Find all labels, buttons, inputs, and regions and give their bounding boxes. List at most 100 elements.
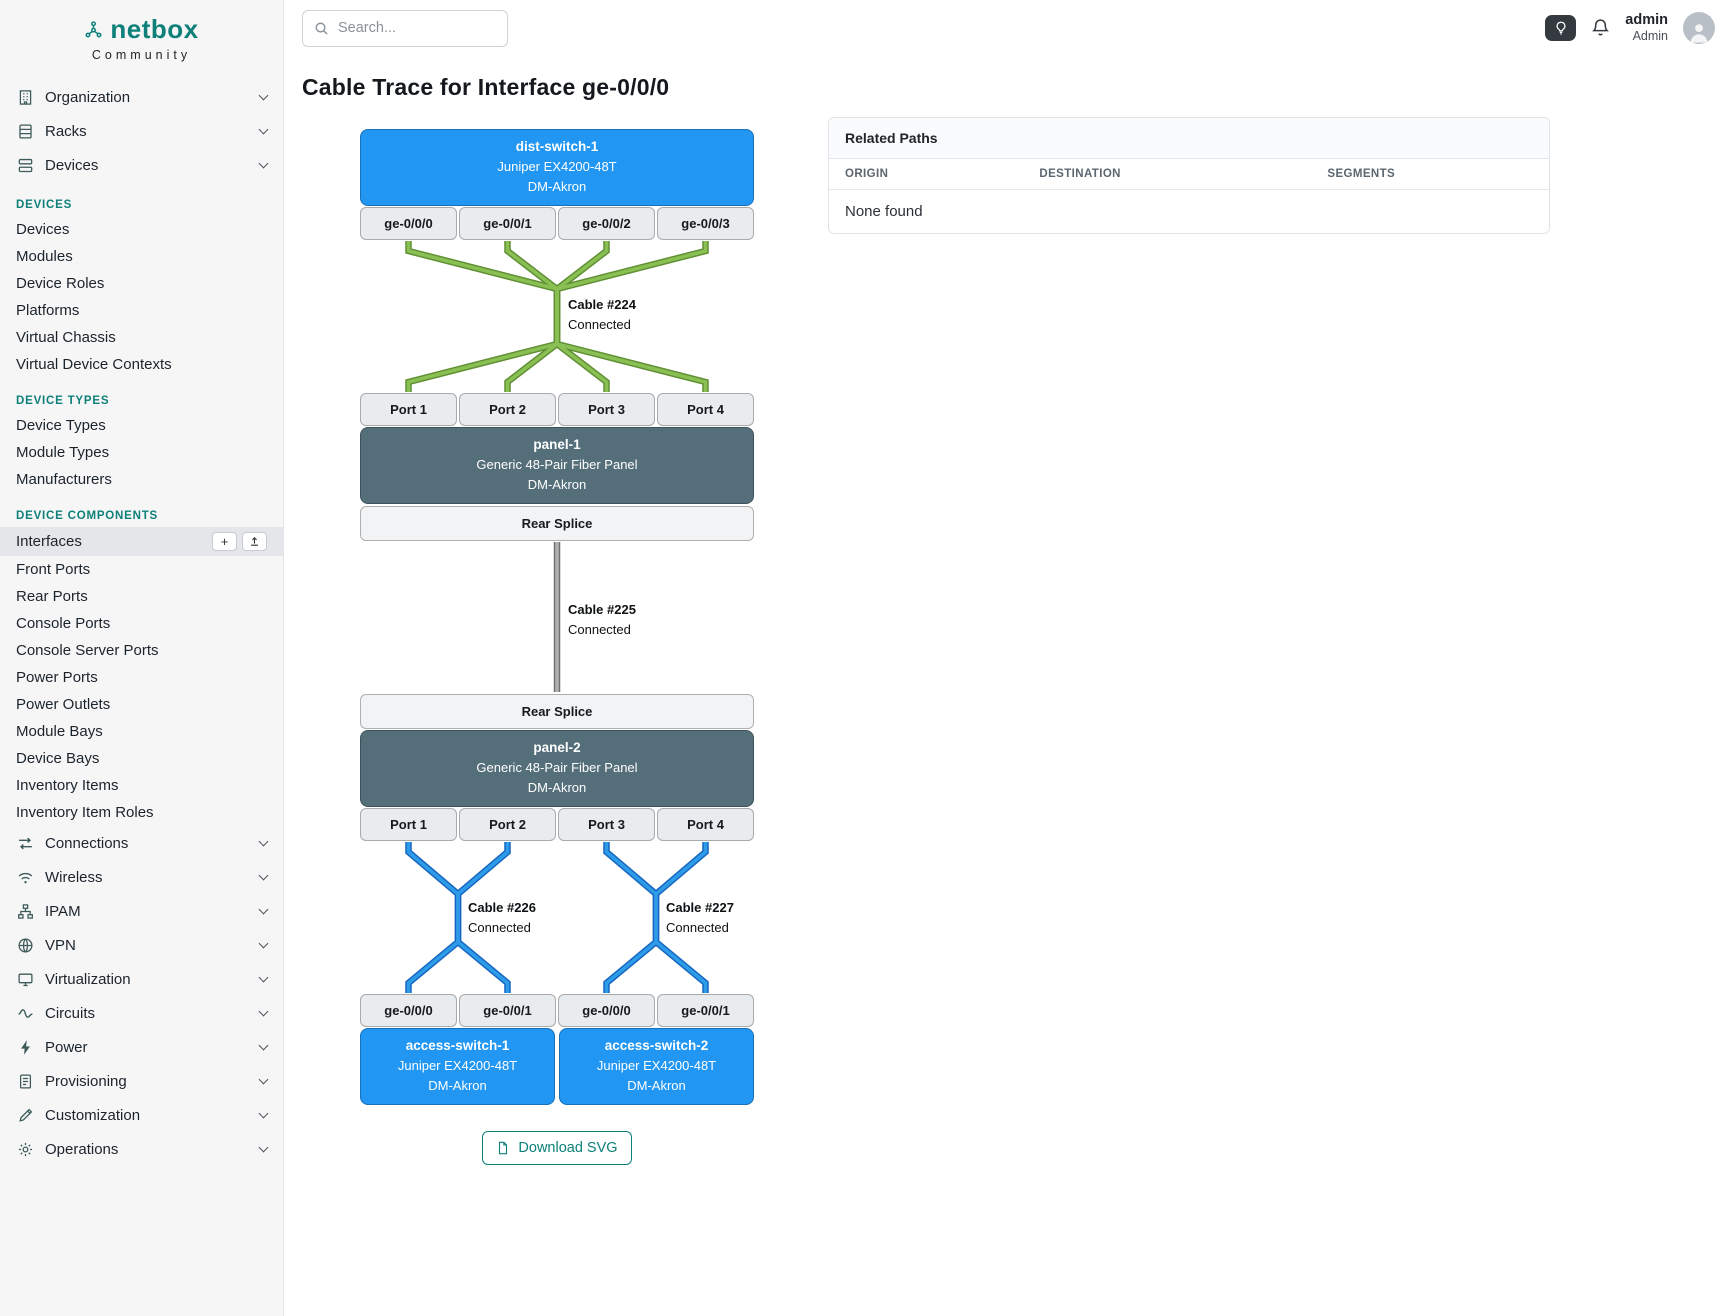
section-heading-device-types: DEVICE TYPES [16, 395, 267, 407]
front-port-node[interactable]: Port 4 [657, 808, 754, 841]
device-model: Generic 48-Pair Fiber Panel [371, 455, 743, 475]
sidebar-item-inventory-item-roles[interactable]: Inventory Item Roles [0, 799, 283, 826]
device-node-panel-1[interactable]: panel-1 Generic 48-Pair Fiber Panel DM-A… [360, 427, 754, 504]
notifications-button[interactable] [1591, 18, 1610, 37]
sidebar-item-device-roles[interactable]: Device Roles [0, 270, 283, 297]
interface-node[interactable]: ge-0/0/1 [459, 994, 556, 1027]
sidebar-group-label: Circuits [45, 1005, 95, 1022]
sidebar-group-operations[interactable]: Operations [0, 1132, 283, 1166]
chevron-down-icon [259, 91, 269, 101]
sidebar-group-racks[interactable]: Racks [0, 114, 283, 148]
sidebar-group-vpn[interactable]: VPN [0, 928, 283, 962]
sidebar-item-modules[interactable]: Modules [0, 243, 283, 270]
interface-node[interactable]: ge-0/0/2 [558, 207, 655, 240]
rear-port-node-panel-1[interactable]: Rear Splice [360, 506, 754, 541]
panel-2-front-ports: Port 1 Port 2 Port 3 Port 4 [360, 808, 754, 841]
interface-node[interactable]: ge-0/0/0 [558, 994, 655, 1027]
chevron-down-icon [259, 1109, 269, 1119]
cable-link[interactable]: Cable #227 [666, 898, 734, 918]
access-switch-row: access-switch-1 Juniper EX4200-48T DM-Ak… [360, 1028, 754, 1105]
pencil-icon [16, 1106, 34, 1124]
lightbulb-icon [1554, 21, 1568, 35]
monitor-icon [16, 970, 34, 988]
chevron-down-icon [259, 125, 269, 135]
chevron-down-icon [259, 871, 269, 881]
download-svg-button[interactable]: Download SVG [482, 1131, 631, 1165]
bell-icon [1591, 18, 1610, 37]
sidebar-item-rear-ports[interactable]: Rear Ports [0, 583, 283, 610]
sidebar-item-device-types[interactable]: Device Types [0, 412, 283, 439]
front-port-node[interactable]: Port 2 [459, 808, 556, 841]
sidebar-item-power-outlets[interactable]: Power Outlets [0, 691, 283, 718]
front-port-node[interactable]: Port 4 [657, 393, 754, 426]
sidebar-item-virtual-device-contexts[interactable]: Virtual Device Contexts [0, 351, 283, 378]
device-site: DM-Akron [371, 475, 743, 495]
sidebar-group-organization[interactable]: Organization [0, 80, 283, 114]
sidebar-item-module-bays[interactable]: Module Bays [0, 718, 283, 745]
rear-port-node-panel-2[interactable]: Rear Splice [360, 694, 754, 729]
person-icon [1687, 20, 1711, 44]
front-port-node[interactable]: Port 2 [459, 393, 556, 426]
import-interfaces-button[interactable] [242, 532, 267, 551]
sidebar-item-front-ports[interactable]: Front Ports [0, 556, 283, 583]
brand-name: netbox [110, 14, 198, 45]
cable-status: Connected [568, 620, 636, 640]
sidebar-item-virtual-chassis[interactable]: Virtual Chassis [0, 324, 283, 351]
front-port-node[interactable]: Port 3 [558, 393, 655, 426]
sidebar-group-connections[interactable]: Connections [0, 826, 283, 860]
device-node-access-switch-2[interactable]: access-switch-2 Juniper EX4200-48T DM-Ak… [559, 1028, 754, 1105]
sidebar-item-devices[interactable]: Devices [0, 216, 283, 243]
rack-icon [16, 122, 34, 140]
chevron-down-icon [259, 837, 269, 847]
sidebar-item-label: Interfaces [16, 533, 82, 550]
device-node-access-switch-1[interactable]: access-switch-1 Juniper EX4200-48T DM-Ak… [360, 1028, 555, 1105]
front-port-node[interactable]: Port 3 [558, 808, 655, 841]
sidebar-item-inventory-items[interactable]: Inventory Items [0, 772, 283, 799]
upload-icon [249, 536, 260, 547]
sidebar-group-wireless[interactable]: Wireless [0, 860, 283, 894]
sidebar-item-interfaces[interactable]: Interfaces + [0, 527, 283, 556]
chevron-down-icon [259, 1143, 269, 1153]
front-port-node[interactable]: Port 1 [360, 808, 457, 841]
sidebar-group-ipam[interactable]: IPAM [0, 894, 283, 928]
interface-node[interactable]: ge-0/0/3 [657, 207, 754, 240]
device-node-panel-2[interactable]: panel-2 Generic 48-Pair Fiber Panel DM-A… [360, 730, 754, 807]
dist-switch-ports: ge-0/0/0 ge-0/0/1 ge-0/0/2 ge-0/0/3 [360, 207, 754, 240]
cable-link[interactable]: Cable #226 [468, 898, 536, 918]
sidebar-group-customization[interactable]: Customization [0, 1098, 283, 1132]
sidebar-item-module-types[interactable]: Module Types [0, 439, 283, 466]
sidebar-item-console-server-ports[interactable]: Console Server Ports [0, 637, 283, 664]
sidebar-nav: Organization Racks [0, 70, 283, 1166]
sidebar-group-power[interactable]: Power [0, 1030, 283, 1064]
device-node-dist-switch-1[interactable]: dist-switch-1 Juniper EX4200-48T DM-Akro… [360, 129, 754, 206]
device-site: DM-Akron [365, 1076, 550, 1096]
search-input[interactable] [338, 20, 496, 36]
cable-status: Connected [568, 315, 636, 335]
theme-toggle-button[interactable] [1545, 15, 1576, 41]
sidebar-item-power-ports[interactable]: Power Ports [0, 664, 283, 691]
user-info[interactable]: admin Admin [1625, 12, 1668, 44]
interface-node[interactable]: ge-0/0/1 [459, 207, 556, 240]
sidebar-group-virtualization[interactable]: Virtualization [0, 962, 283, 996]
sidebar-item-device-bays[interactable]: Device Bays [0, 745, 283, 772]
avatar[interactable] [1683, 12, 1715, 44]
sidebar-group-devices[interactable]: Devices [0, 148, 283, 182]
interface-node[interactable]: ge-0/0/1 [657, 994, 754, 1027]
sidebar-item-console-ports[interactable]: Console Ports [0, 610, 283, 637]
cable-link[interactable]: Cable #224 [568, 295, 636, 315]
sidebar-group-label: Racks [45, 123, 87, 140]
interface-node[interactable]: ge-0/0/0 [360, 207, 457, 240]
empty-state-text: None found [829, 190, 1549, 234]
sidebar-group-circuits[interactable]: Circuits [0, 996, 283, 1030]
interface-node[interactable]: ge-0/0/0 [360, 994, 457, 1027]
front-port-node[interactable]: Port 1 [360, 393, 457, 426]
cable-trace-column: dist-switch-1 Juniper EX4200-48T DM-Akro… [302, 111, 762, 1165]
add-interface-button[interactable]: + [212, 532, 237, 551]
sidebar-group-label: IPAM [45, 903, 81, 920]
sidebar-group-provisioning[interactable]: Provisioning [0, 1064, 283, 1098]
cable-link[interactable]: Cable #225 [568, 600, 636, 620]
sidebar-item-manufacturers[interactable]: Manufacturers [0, 466, 283, 493]
netbox-brand[interactable]: netbox Community [0, 0, 283, 70]
sidebar-item-platforms[interactable]: Platforms [0, 297, 283, 324]
sidebar-group-label: Operations [45, 1141, 118, 1158]
